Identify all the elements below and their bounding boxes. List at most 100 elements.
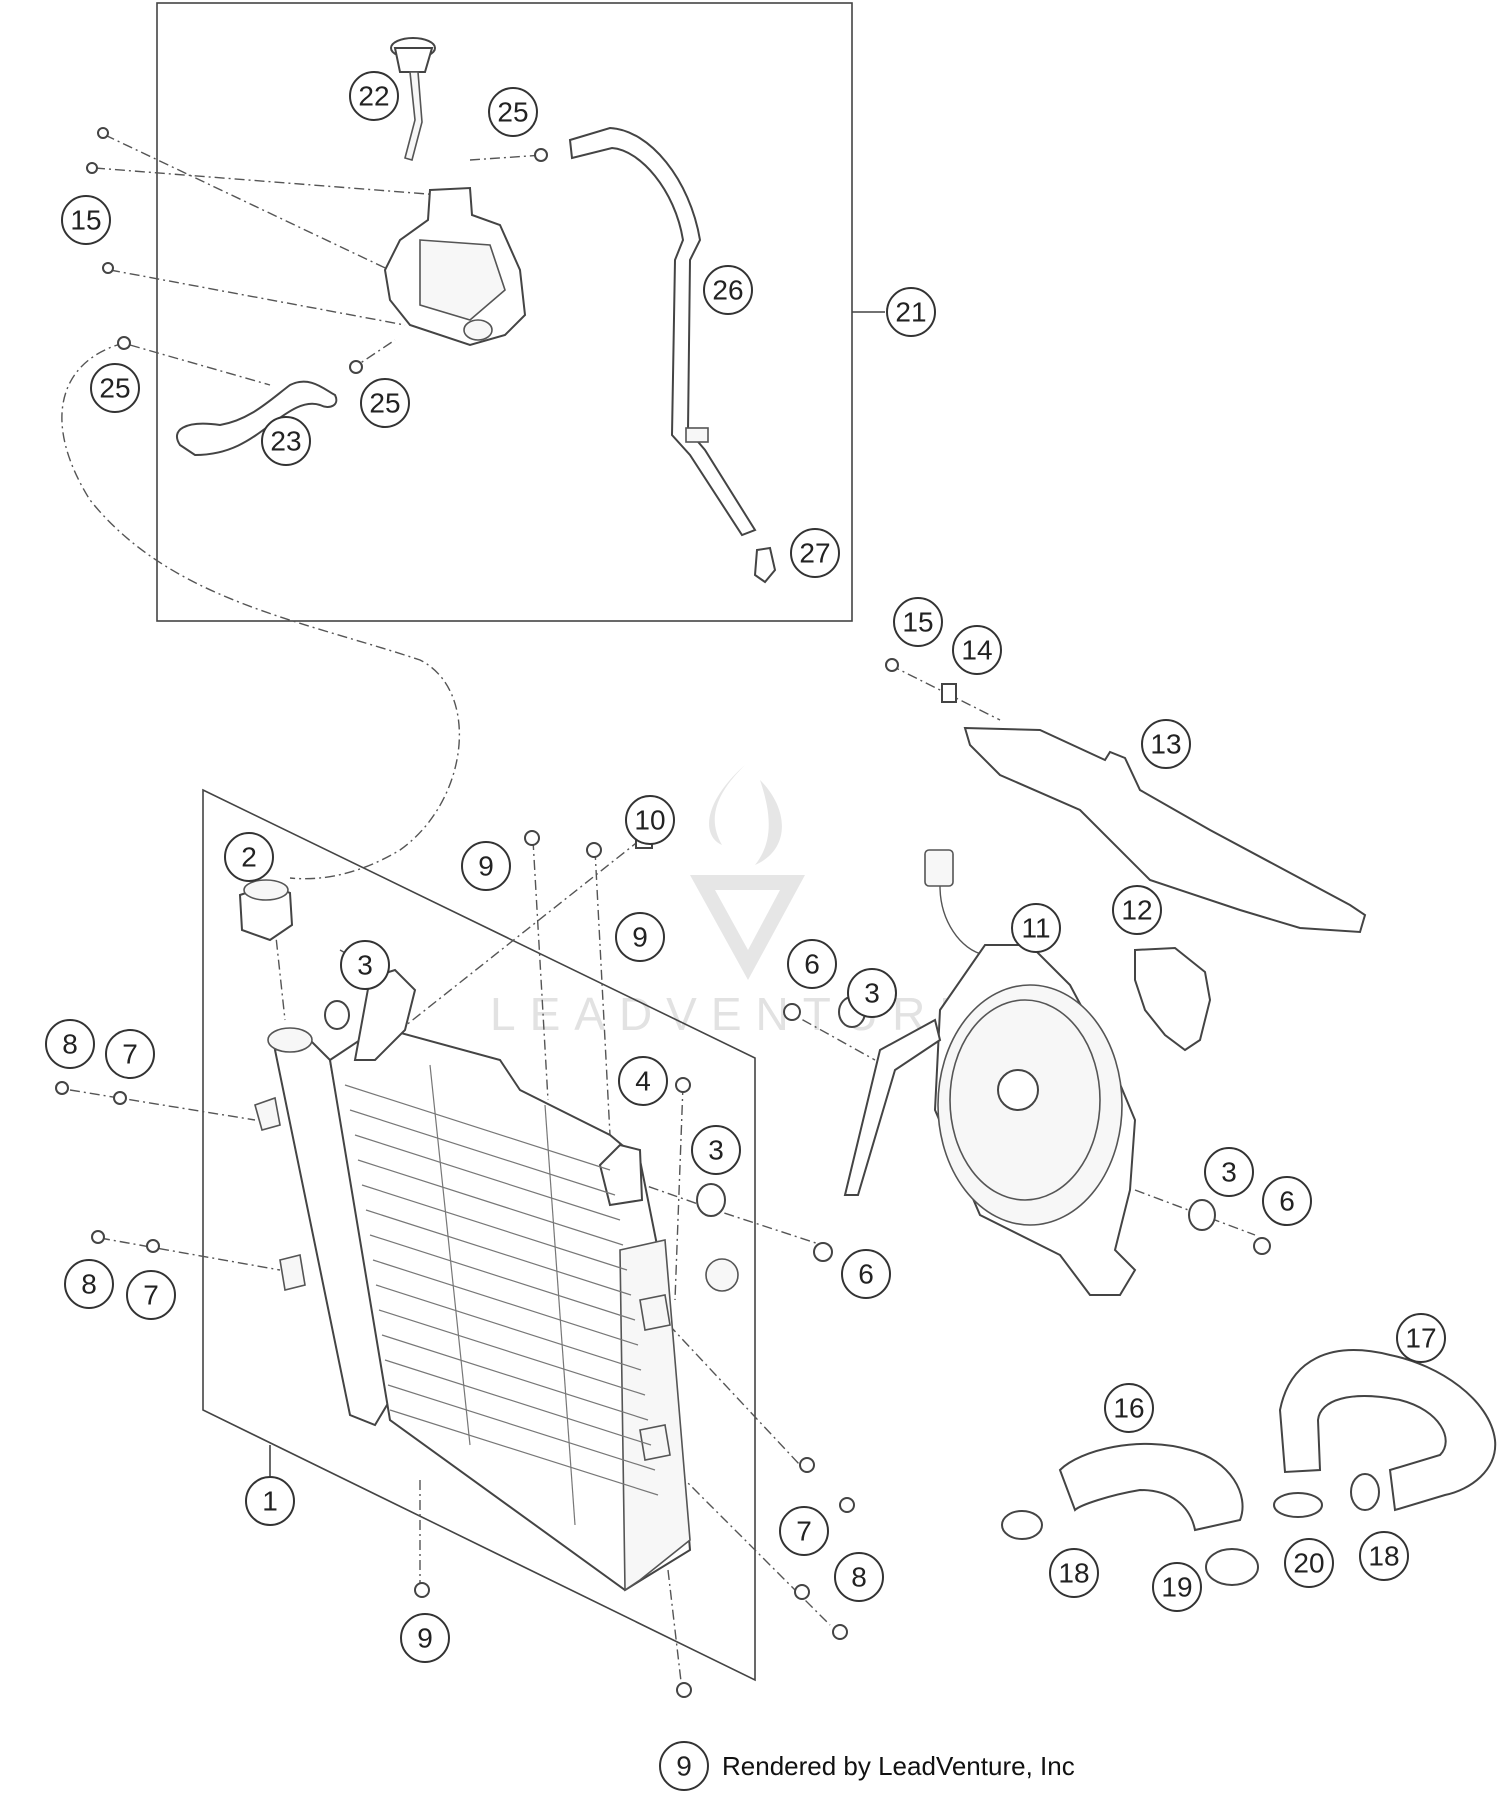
callout-label: 9 bbox=[478, 851, 494, 882]
overflow-hose-part bbox=[568, 126, 757, 537]
hose-clamps bbox=[1001, 1473, 1380, 1586]
air-deflector-part bbox=[963, 726, 1367, 934]
callout-label: 3 bbox=[1221, 1157, 1237, 1188]
callout-label: 17 bbox=[1405, 1323, 1436, 1354]
callout-9: 9 bbox=[659, 1741, 709, 1791]
callout-15: 15 bbox=[61, 195, 111, 245]
callout-label: 8 bbox=[81, 1269, 97, 1300]
callout-13: 13 bbox=[1141, 719, 1191, 769]
filler-cap-part bbox=[390, 37, 436, 161]
callout-18: 18 bbox=[1359, 1531, 1409, 1581]
callout-9: 9 bbox=[400, 1613, 450, 1663]
callout-7: 7 bbox=[126, 1270, 176, 1320]
callout-15: 15 bbox=[893, 597, 943, 647]
callout-label: 16 bbox=[1113, 1393, 1144, 1424]
callout-label: 8 bbox=[851, 1562, 867, 1593]
callout-label: 11 bbox=[1021, 913, 1050, 944]
callout-label: 7 bbox=[796, 1516, 812, 1547]
callout-6: 6 bbox=[787, 939, 837, 989]
callout-label: 22 bbox=[358, 81, 389, 112]
radiator-hose-lower-part bbox=[1058, 1442, 1244, 1532]
radiator-plane-frame bbox=[202, 788, 756, 1682]
radiator-cap-part bbox=[238, 879, 294, 942]
callout-16: 16 bbox=[1104, 1383, 1154, 1433]
callout-3: 3 bbox=[847, 968, 897, 1018]
callout-3: 3 bbox=[691, 1125, 741, 1175]
clip-nut-part bbox=[941, 683, 957, 703]
radiator-fan-part bbox=[843, 849, 1137, 1296]
callout-9: 9 bbox=[615, 912, 665, 962]
callout-19: 19 bbox=[1152, 1562, 1202, 1612]
callout-3: 3 bbox=[1204, 1147, 1254, 1197]
callout-6: 6 bbox=[841, 1249, 891, 1299]
callout-25: 25 bbox=[488, 87, 538, 137]
callout-4: 4 bbox=[618, 1056, 668, 1106]
callout-label: 1 bbox=[262, 1486, 278, 1517]
callout-label: 7 bbox=[143, 1280, 159, 1311]
callout-25: 25 bbox=[90, 363, 140, 413]
callout-10: 10 bbox=[625, 795, 675, 845]
callout-8: 8 bbox=[45, 1019, 95, 1069]
deflector-screw-part bbox=[885, 658, 899, 672]
callout-label: 13 bbox=[1150, 729, 1181, 760]
tank-screws bbox=[86, 127, 548, 374]
callout-25: 25 bbox=[360, 378, 410, 428]
callout-label: 2 bbox=[241, 842, 257, 873]
callout-18: 18 bbox=[1049, 1548, 1099, 1598]
fan-bracket-part bbox=[1134, 946, 1212, 1052]
callout-label: 23 bbox=[270, 426, 301, 457]
callout-17: 17 bbox=[1396, 1313, 1446, 1363]
callout-label: 18 bbox=[1058, 1558, 1089, 1589]
callout-8: 8 bbox=[64, 1259, 114, 1309]
callout-label: 14 bbox=[961, 635, 992, 666]
callout-label: 3 bbox=[357, 950, 373, 981]
callout-1: 1 bbox=[245, 1476, 295, 1526]
callout-label: 9 bbox=[676, 1751, 692, 1782]
callout-label: 15 bbox=[902, 607, 933, 638]
callout-label: 8 bbox=[62, 1029, 78, 1060]
callout-label: 7 bbox=[122, 1039, 138, 1070]
callout-label: 4 bbox=[635, 1066, 651, 1097]
callout-label: 15 bbox=[70, 205, 101, 236]
callout-label: 20 bbox=[1293, 1548, 1324, 1579]
fasteners-lower bbox=[55, 829, 1271, 1698]
expansion-tank-part bbox=[383, 186, 527, 347]
callout-12: 12 bbox=[1112, 885, 1162, 935]
callout-26: 26 bbox=[703, 265, 753, 315]
callout-label: 26 bbox=[712, 275, 743, 306]
callout-label: 21 bbox=[895, 297, 926, 328]
callout-7: 7 bbox=[105, 1029, 155, 1079]
callout-27: 27 bbox=[790, 528, 840, 578]
breather-hose-part bbox=[175, 380, 338, 457]
radiator-fins bbox=[344, 1064, 659, 1526]
callout-14: 14 bbox=[952, 625, 1002, 675]
callout-3: 3 bbox=[340, 940, 390, 990]
callout-2: 2 bbox=[224, 832, 274, 882]
callout-11: 11 bbox=[1011, 903, 1061, 953]
credit-text: Rendered by LeadVenture, Inc bbox=[722, 1751, 1075, 1781]
callout-21: 21 bbox=[886, 287, 936, 337]
callout-6: 6 bbox=[1262, 1176, 1312, 1226]
callout-23: 23 bbox=[261, 416, 311, 466]
callout-label: 25 bbox=[497, 97, 528, 128]
callout-label: 9 bbox=[632, 922, 648, 953]
callout-label: 6 bbox=[1279, 1186, 1295, 1217]
callout-label: 3 bbox=[864, 978, 880, 1009]
callout-label: 12 bbox=[1121, 895, 1152, 926]
callout-label: 6 bbox=[804, 949, 820, 980]
callout-20: 20 bbox=[1284, 1538, 1334, 1588]
callout-label: 25 bbox=[99, 373, 130, 404]
callout-label: 9 bbox=[417, 1623, 433, 1654]
callout-label: 19 bbox=[1161, 1572, 1192, 1603]
callout-labels: 22 25 15 26 21 25 25 23 27 15 14 13 10 2… bbox=[45, 71, 1446, 1791]
callout-label: 10 bbox=[634, 805, 665, 836]
radiator-hose-upper-part bbox=[1278, 1349, 1497, 1512]
callout-label: 18 bbox=[1368, 1541, 1399, 1572]
callout-8: 8 bbox=[834, 1552, 884, 1602]
callout-22: 22 bbox=[349, 71, 399, 121]
callout-label: 27 bbox=[799, 538, 830, 569]
callout-label: 25 bbox=[369, 388, 400, 419]
radiator-part bbox=[254, 968, 739, 1592]
watermark-logo: LEADVENTURE bbox=[490, 765, 970, 1040]
